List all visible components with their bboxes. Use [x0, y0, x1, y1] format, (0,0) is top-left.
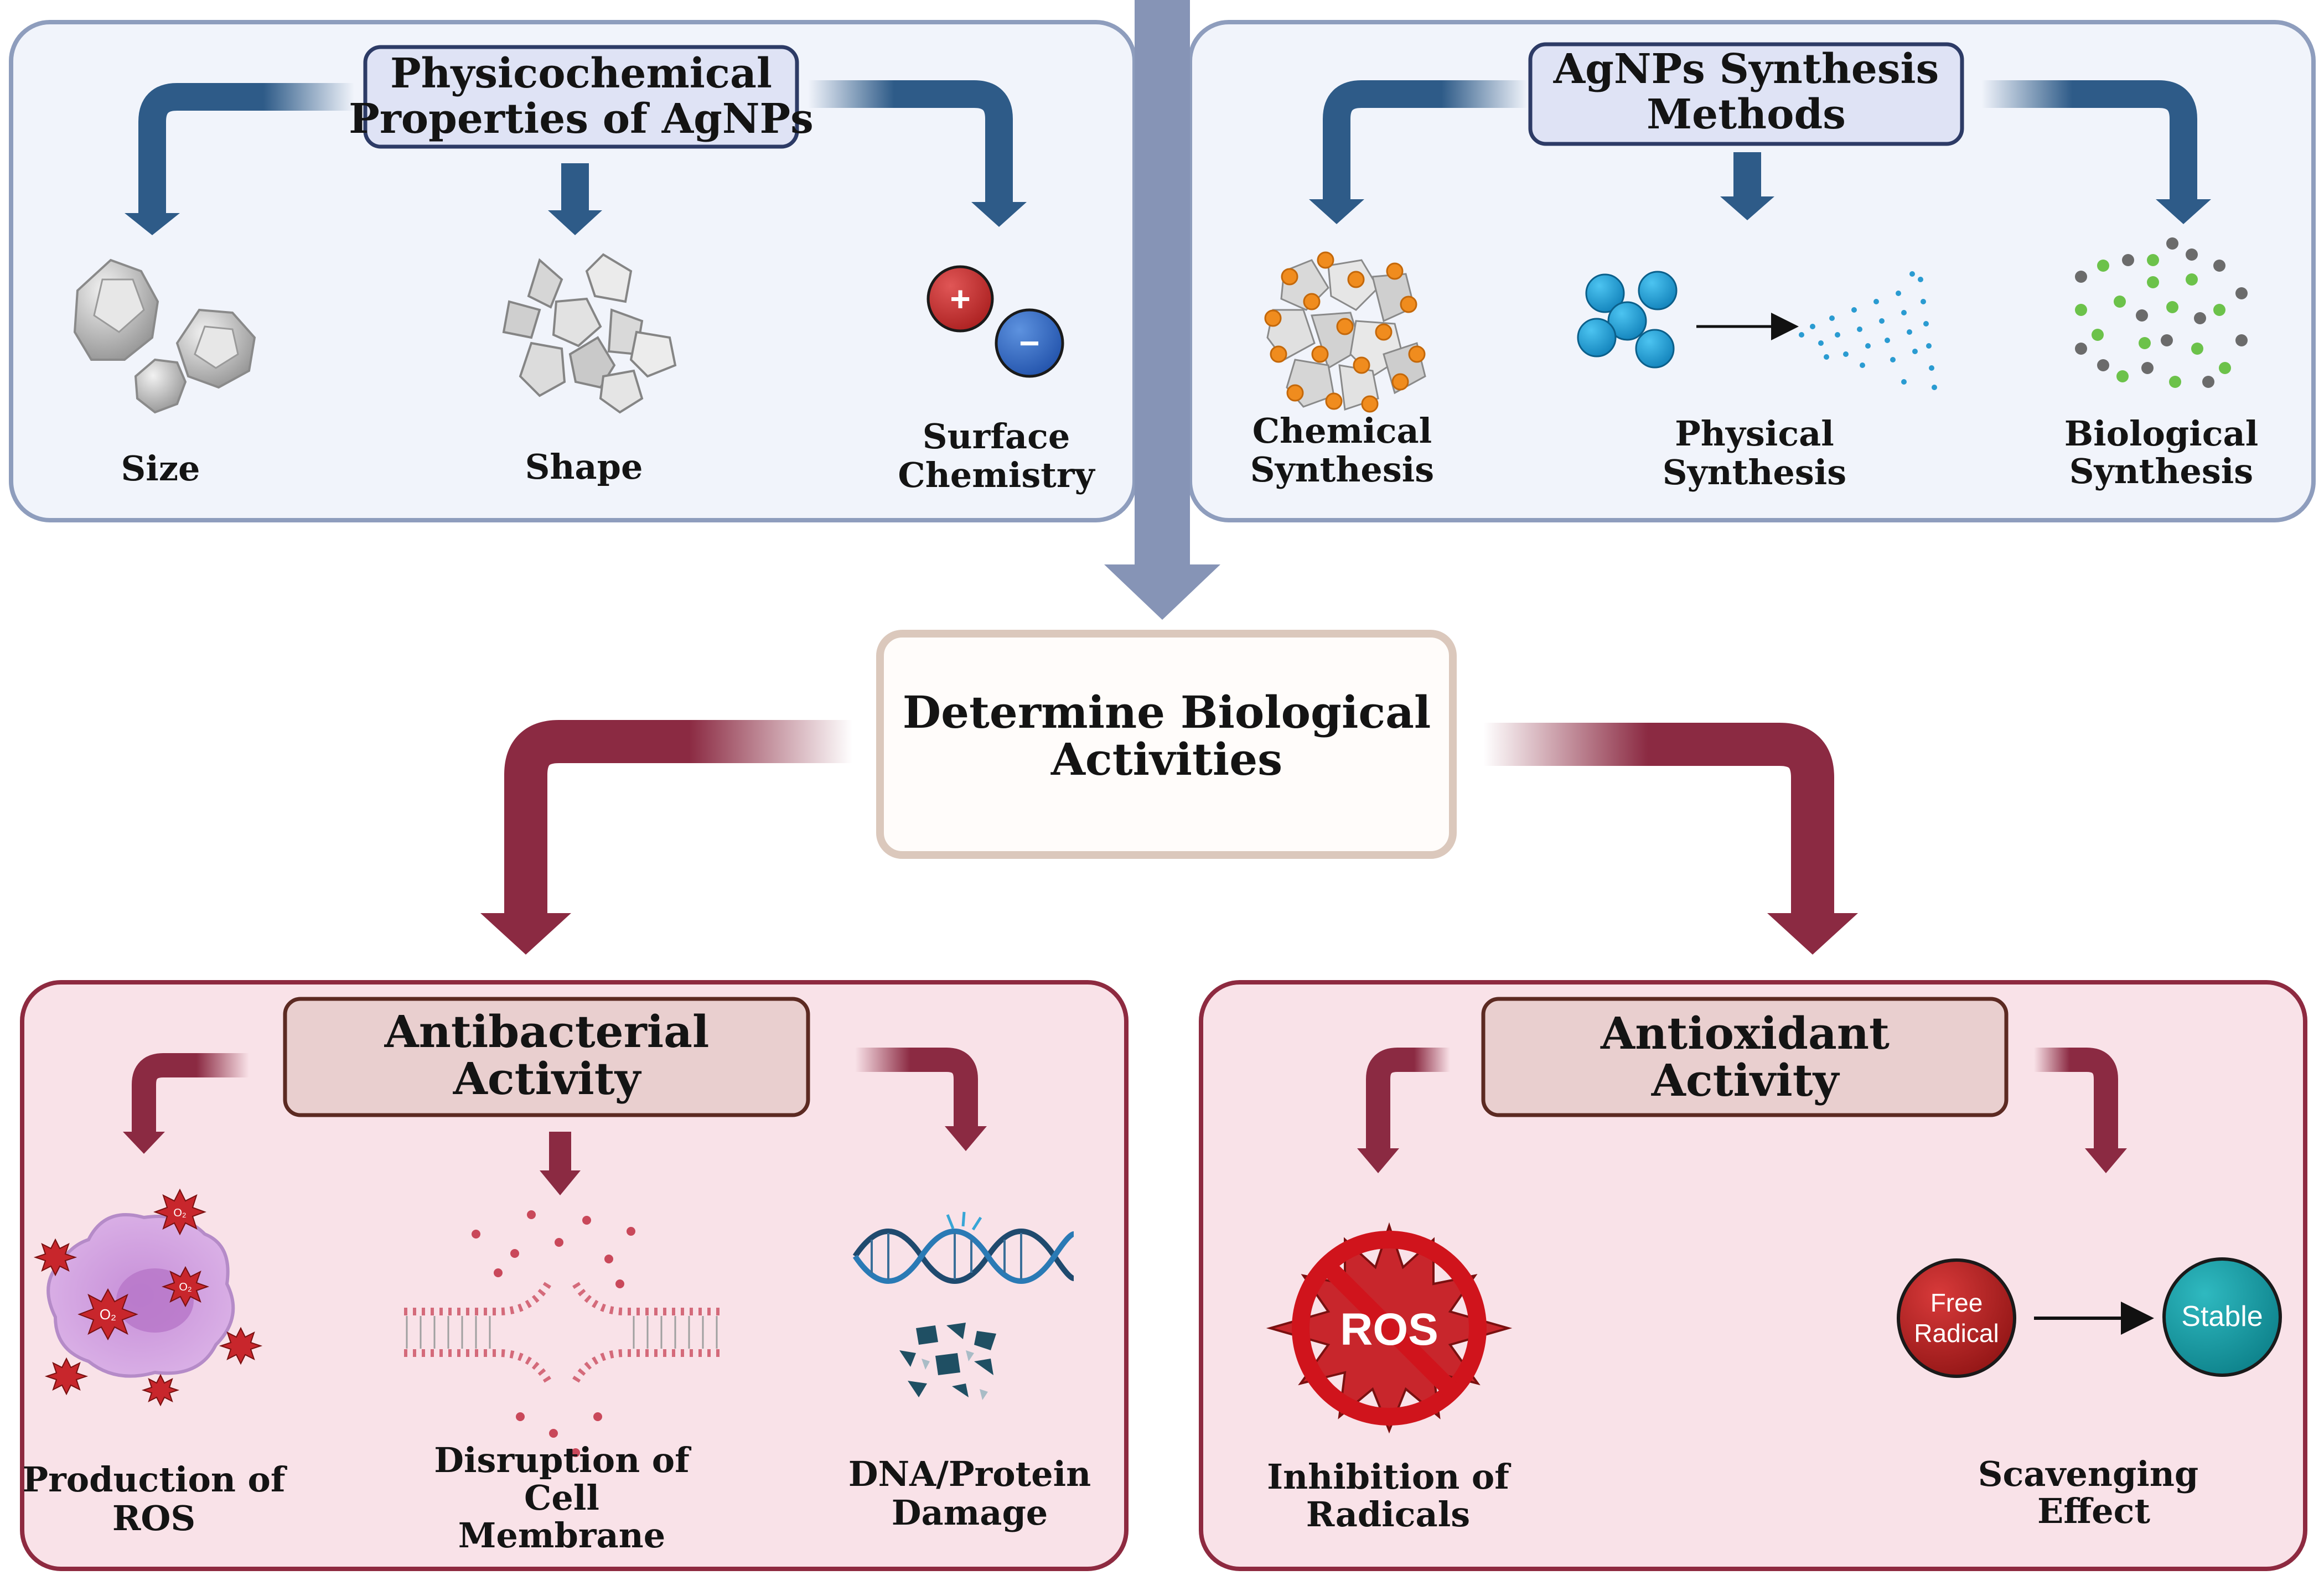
- center-trunk-arrow: [1104, 0, 1220, 620]
- antibacterial-title-line1: Antibacterial: [384, 1006, 710, 1058]
- biological-synthesis-label-line2: Synthesis: [2069, 451, 2253, 491]
- biological-particles-icon: [2075, 237, 2248, 388]
- charge-icon: + −: [927, 265, 1064, 378]
- membrane-disruption-label-line1: Disruption of: [434, 1440, 691, 1480]
- dna-icon: [852, 1211, 1075, 1400]
- synthesis-arrow-right: [1981, 80, 2211, 224]
- center-arrow-right: [1483, 723, 1858, 955]
- antibacterial-panel: [20, 980, 1129, 1571]
- antibacterial-title-line2: Activity: [453, 1053, 642, 1105]
- polyhedron-cluster-icon: [73, 258, 256, 414]
- antioxidant-title-line1: Antioxidant: [1600, 1007, 1890, 1059]
- scavenging-label-line1: Scavenging: [1978, 1454, 2199, 1494]
- antioxidant-arrow-right: [2034, 1048, 2127, 1173]
- ros-production-label-line1: Production of: [22, 1459, 287, 1500]
- positive-charge: +: [950, 279, 970, 319]
- ros-text: ROS: [1340, 1304, 1438, 1355]
- center-box: Determine Biological Activities: [876, 630, 1457, 859]
- scavenging-label-line2: Effect: [2037, 1491, 2150, 1531]
- synthesis-title-box: AgNPs Synthesis Methods: [1528, 42, 1964, 146]
- properties-arrow-center: [548, 163, 602, 235]
- chemical-synthesis-label-line1: Chemical: [1252, 411, 1432, 451]
- physical-synthesis-label-line1: Physical: [1675, 413, 1834, 454]
- free-radical-line1: Free: [1930, 1288, 1983, 1317]
- synthesis-arrow-center: [1720, 152, 1774, 220]
- ros-label-1: O₂: [173, 1207, 186, 1219]
- shape-label: Shape: [525, 447, 643, 487]
- nanoparticle-aggregate-icon: [1264, 251, 1426, 413]
- properties-title-line1: Physicochemical: [390, 50, 772, 97]
- no-ros-icon: ROS: [1266, 1222, 1513, 1434]
- ros-production-label-line2: ROS: [112, 1498, 195, 1538]
- synthesis-title-line2: Methods: [1647, 91, 1846, 138]
- dispersed-dots: [1799, 271, 1937, 390]
- synthesis-title-line1: AgNPs Synthesis: [1553, 45, 1939, 93]
- chemical-synthesis-label-line2: Synthesis: [1250, 449, 1434, 490]
- ros-label-2: O₂: [100, 1306, 116, 1323]
- antioxidant-title-line2: Activity: [1651, 1054, 1840, 1106]
- center-box-line2: Activities: [1050, 733, 1282, 785]
- free-radical-line2: Radical: [1914, 1319, 1999, 1348]
- membrane-disruption-label-line3: Membrane: [458, 1515, 665, 1556]
- negative-charge: −: [1019, 323, 1039, 363]
- antioxidant-panel: [1199, 980, 2307, 1571]
- dna-damage-label-line2: Damage: [892, 1493, 1048, 1533]
- dna-damage-label-line1: DNA/Protein: [848, 1454, 1091, 1494]
- octahedron-cluster-icon: [502, 253, 677, 414]
- particle-dispersion-icon: [1577, 271, 1937, 390]
- biological-synthesis-label-line1: Biological: [2064, 413, 2259, 454]
- ros-label-3: O₂: [179, 1281, 191, 1293]
- scavenging-icon: Free Radical Stable: [1897, 1257, 2282, 1378]
- ros-cell-icon: O₂ O₂ O₂: [33, 1188, 263, 1407]
- antioxidant-arrow-left: [1357, 1048, 1450, 1173]
- stable-text: Stable: [2181, 1300, 2263, 1333]
- properties-title-line2: Properties of AgNPs: [349, 95, 814, 143]
- properties-arrow-right: [808, 80, 1027, 227]
- antibacterial-arrow-left: [123, 1053, 249, 1154]
- center-arrow-left: [480, 720, 852, 955]
- synthesis-arrow-left: [1309, 80, 1528, 224]
- antioxidant-title-box: Antioxidant Activity: [1481, 997, 2009, 1117]
- size-label: Size: [121, 448, 200, 489]
- properties-title-box: Physicochemical Properties of AgNPs: [349, 45, 814, 149]
- antibacterial-title-box: Antibacterial Activity: [283, 997, 810, 1117]
- surface-chemistry-label-line2: Chemistry: [898, 455, 1095, 495]
- inhibition-label-line2: Radicals: [1306, 1494, 1470, 1535]
- antibacterial-arrow-center: [540, 1132, 581, 1195]
- inhibition-label-line1: Inhibition of: [1267, 1457, 1511, 1497]
- properties-arrow-left: [125, 83, 354, 235]
- membrane-icon: [404, 1210, 720, 1457]
- surface-chemistry-label-line1: Surface: [923, 416, 1070, 457]
- membrane-disruption-label-line2: Cell: [524, 1478, 599, 1518]
- center-box-line1: Determine Biological: [903, 686, 1431, 738]
- physical-synthesis-label-line2: Synthesis: [1663, 452, 1846, 493]
- antibacterial-arrow-right: [855, 1048, 987, 1151]
